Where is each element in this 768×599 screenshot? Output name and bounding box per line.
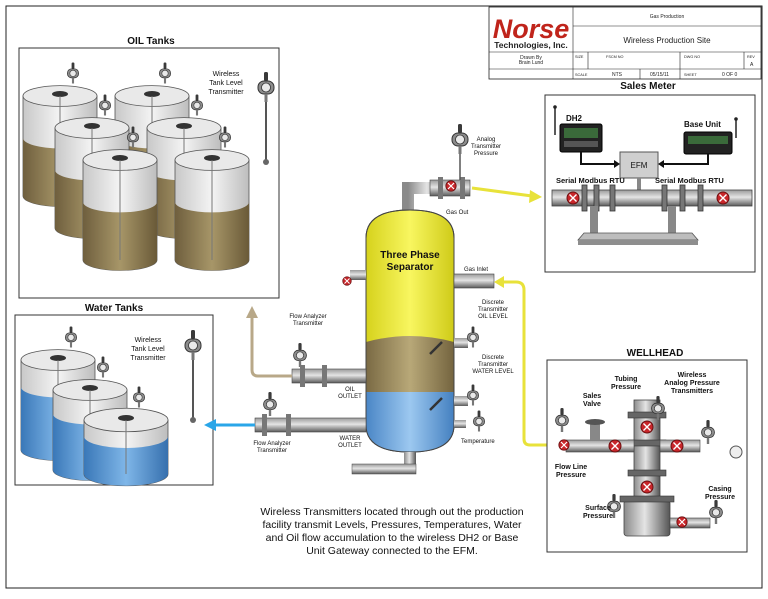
sales-meter-panel: Sales Meter DH2 Base Unit EFM Serial Mod…: [544, 81, 756, 273]
oil-tank: [174, 126, 250, 271]
drawing-title: Wireless Production Site: [623, 36, 711, 45]
valve-icon: [566, 191, 580, 205]
water-tank: [83, 386, 169, 487]
scale-label: SCALE: [575, 73, 588, 77]
fscm-label: FSCM NO: [606, 55, 624, 59]
valve-icon: [640, 480, 654, 494]
valve-icon: [342, 276, 352, 286]
water-tanks-title: Water Tanks: [85, 303, 144, 314]
rev-value: A: [750, 62, 754, 68]
wireless-transmitter-icon: [293, 343, 307, 367]
valve-icon: [608, 439, 622, 453]
sheet-label: SHEET: [684, 73, 697, 77]
valve-icon: [676, 516, 688, 528]
serial-modbus-left: Serial Modbus RTU: [556, 176, 625, 185]
temperature-label: Temperature: [461, 439, 495, 445]
sales-meter-title: Sales Meter: [620, 81, 676, 92]
wireless-transmitter-icon: [467, 326, 479, 348]
efm-label: EFM: [631, 161, 648, 170]
gas-out-label: Gas Out: [446, 210, 469, 216]
wireless-transmitter-icon: [263, 392, 277, 416]
valve-icon: [640, 420, 654, 434]
valve-icon: [445, 180, 457, 192]
logo-subtext: Technologies, Inc.: [494, 40, 568, 50]
valve-icon: [670, 439, 684, 453]
oil-tank-group: [22, 62, 250, 271]
valve-icon: [558, 439, 570, 451]
dh2-label: DH2: [566, 114, 583, 123]
wireless-transmitter-icon: [467, 384, 479, 406]
project-text: Gas Production: [650, 14, 685, 20]
wireless-transmitter-icon: [473, 410, 485, 432]
rev-label: REV: [747, 55, 755, 59]
oil-tank: [82, 126, 158, 271]
serial-modbus-right: Serial Modbus RTU: [655, 176, 724, 185]
scale-value: NTS: [612, 72, 623, 78]
logo-text: Norse: [493, 14, 570, 44]
title-block: Norse Technologies, Inc. Gas Production …: [488, 6, 762, 80]
size-label: SIZE: [575, 55, 584, 59]
caption-text: Wireless Transmitters located through ou…: [260, 506, 523, 557]
gas-inlet-label: Gas Inlet: [464, 267, 488, 273]
valve-icon: [716, 191, 730, 205]
sheet-value: 0 OF 0: [722, 72, 738, 78]
wellhead-title: WELLHEAD: [627, 348, 684, 359]
dwg-label: DWG NO: [684, 55, 700, 59]
water-tank-group: [20, 326, 169, 487]
oil-tanks-title: OIL Tanks: [127, 36, 175, 47]
wireless-transmitter-icon: [451, 124, 469, 154]
date-text: 05/15/11: [650, 72, 669, 78]
base-unit-label: Base Unit: [684, 120, 721, 129]
